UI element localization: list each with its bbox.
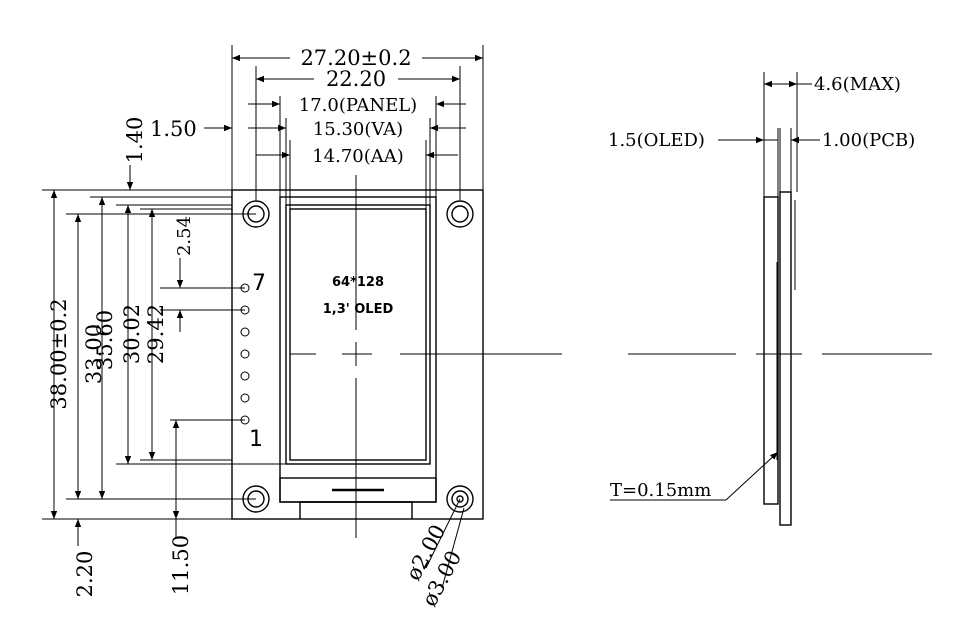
front-view: 7 1 64*128 1,3' OLED 27.20±0.2 22.20	[42, 45, 562, 610]
dim-width-holes: 22.20	[326, 67, 386, 91]
panel-outline	[279, 196, 437, 503]
dim-height-aa: 29.42	[144, 304, 168, 364]
dim-left-offset: 1.50	[150, 117, 197, 141]
pin-first-label: 1	[249, 427, 263, 452]
mounting-hole-top-right	[446, 200, 474, 228]
dim-oled-thickness: 1.5(OLED)	[608, 130, 705, 151]
dim-width-total: 27.20±0.2	[300, 46, 411, 70]
side-view: 4.6(MAX) 1.5(OLED) 1.00(PCB) T=0.15mm	[608, 72, 932, 526]
dim-bottom-offset: 2.20	[73, 551, 97, 598]
dim-height-va: 30.02	[120, 304, 144, 364]
dim-height-panel: 35.60	[93, 310, 117, 370]
mounting-hole-bottom-right	[446, 485, 474, 513]
dim-pcb-thickness: 1.00(PCB)	[822, 130, 915, 151]
viewing-area	[285, 204, 431, 465]
pin-last-label: 7	[252, 271, 266, 296]
dim-t-thickness: T=0.15mm	[610, 480, 711, 501]
dim-top-offset: 1.40	[123, 117, 147, 164]
dim-width-aa: 14.70(AA)	[312, 146, 404, 167]
dim-width-panel: 17.0(PANEL)	[299, 95, 417, 116]
active-area	[289, 208, 427, 461]
dim-pin-pitch: 2.54	[174, 216, 195, 256]
dim-thickness-max: 4.6(MAX)	[814, 74, 901, 95]
side-oled-glass	[763, 196, 779, 505]
display-resolution: 64*128	[332, 275, 384, 290]
side-pcb	[779, 191, 792, 526]
dim-pin1-height: 11.50	[169, 535, 193, 595]
display-type: 1,3' OLED	[323, 302, 394, 317]
dim-width-va: 15.30(VA)	[313, 119, 403, 140]
dim-height-total: 38.00±0.2	[47, 298, 71, 409]
pin-header	[240, 283, 250, 425]
